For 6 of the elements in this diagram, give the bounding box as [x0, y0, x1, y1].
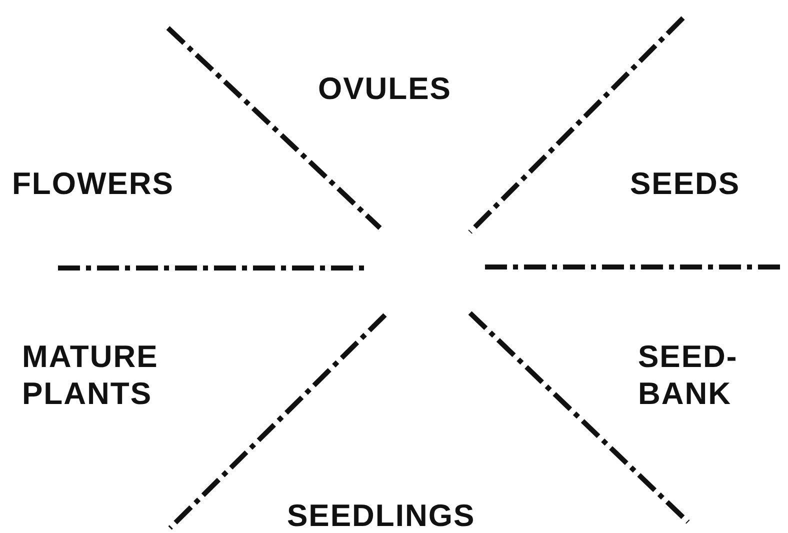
sector-label: MATURE PLANTS	[22, 338, 158, 412]
sector-label: SEEDS	[630, 165, 740, 202]
sector-label: SEEDLINGS	[287, 497, 476, 533]
sector-label: OVULES	[318, 70, 452, 107]
sector-label: SEED- BANK	[638, 338, 738, 412]
sector-label: FLOWERS	[12, 165, 174, 202]
